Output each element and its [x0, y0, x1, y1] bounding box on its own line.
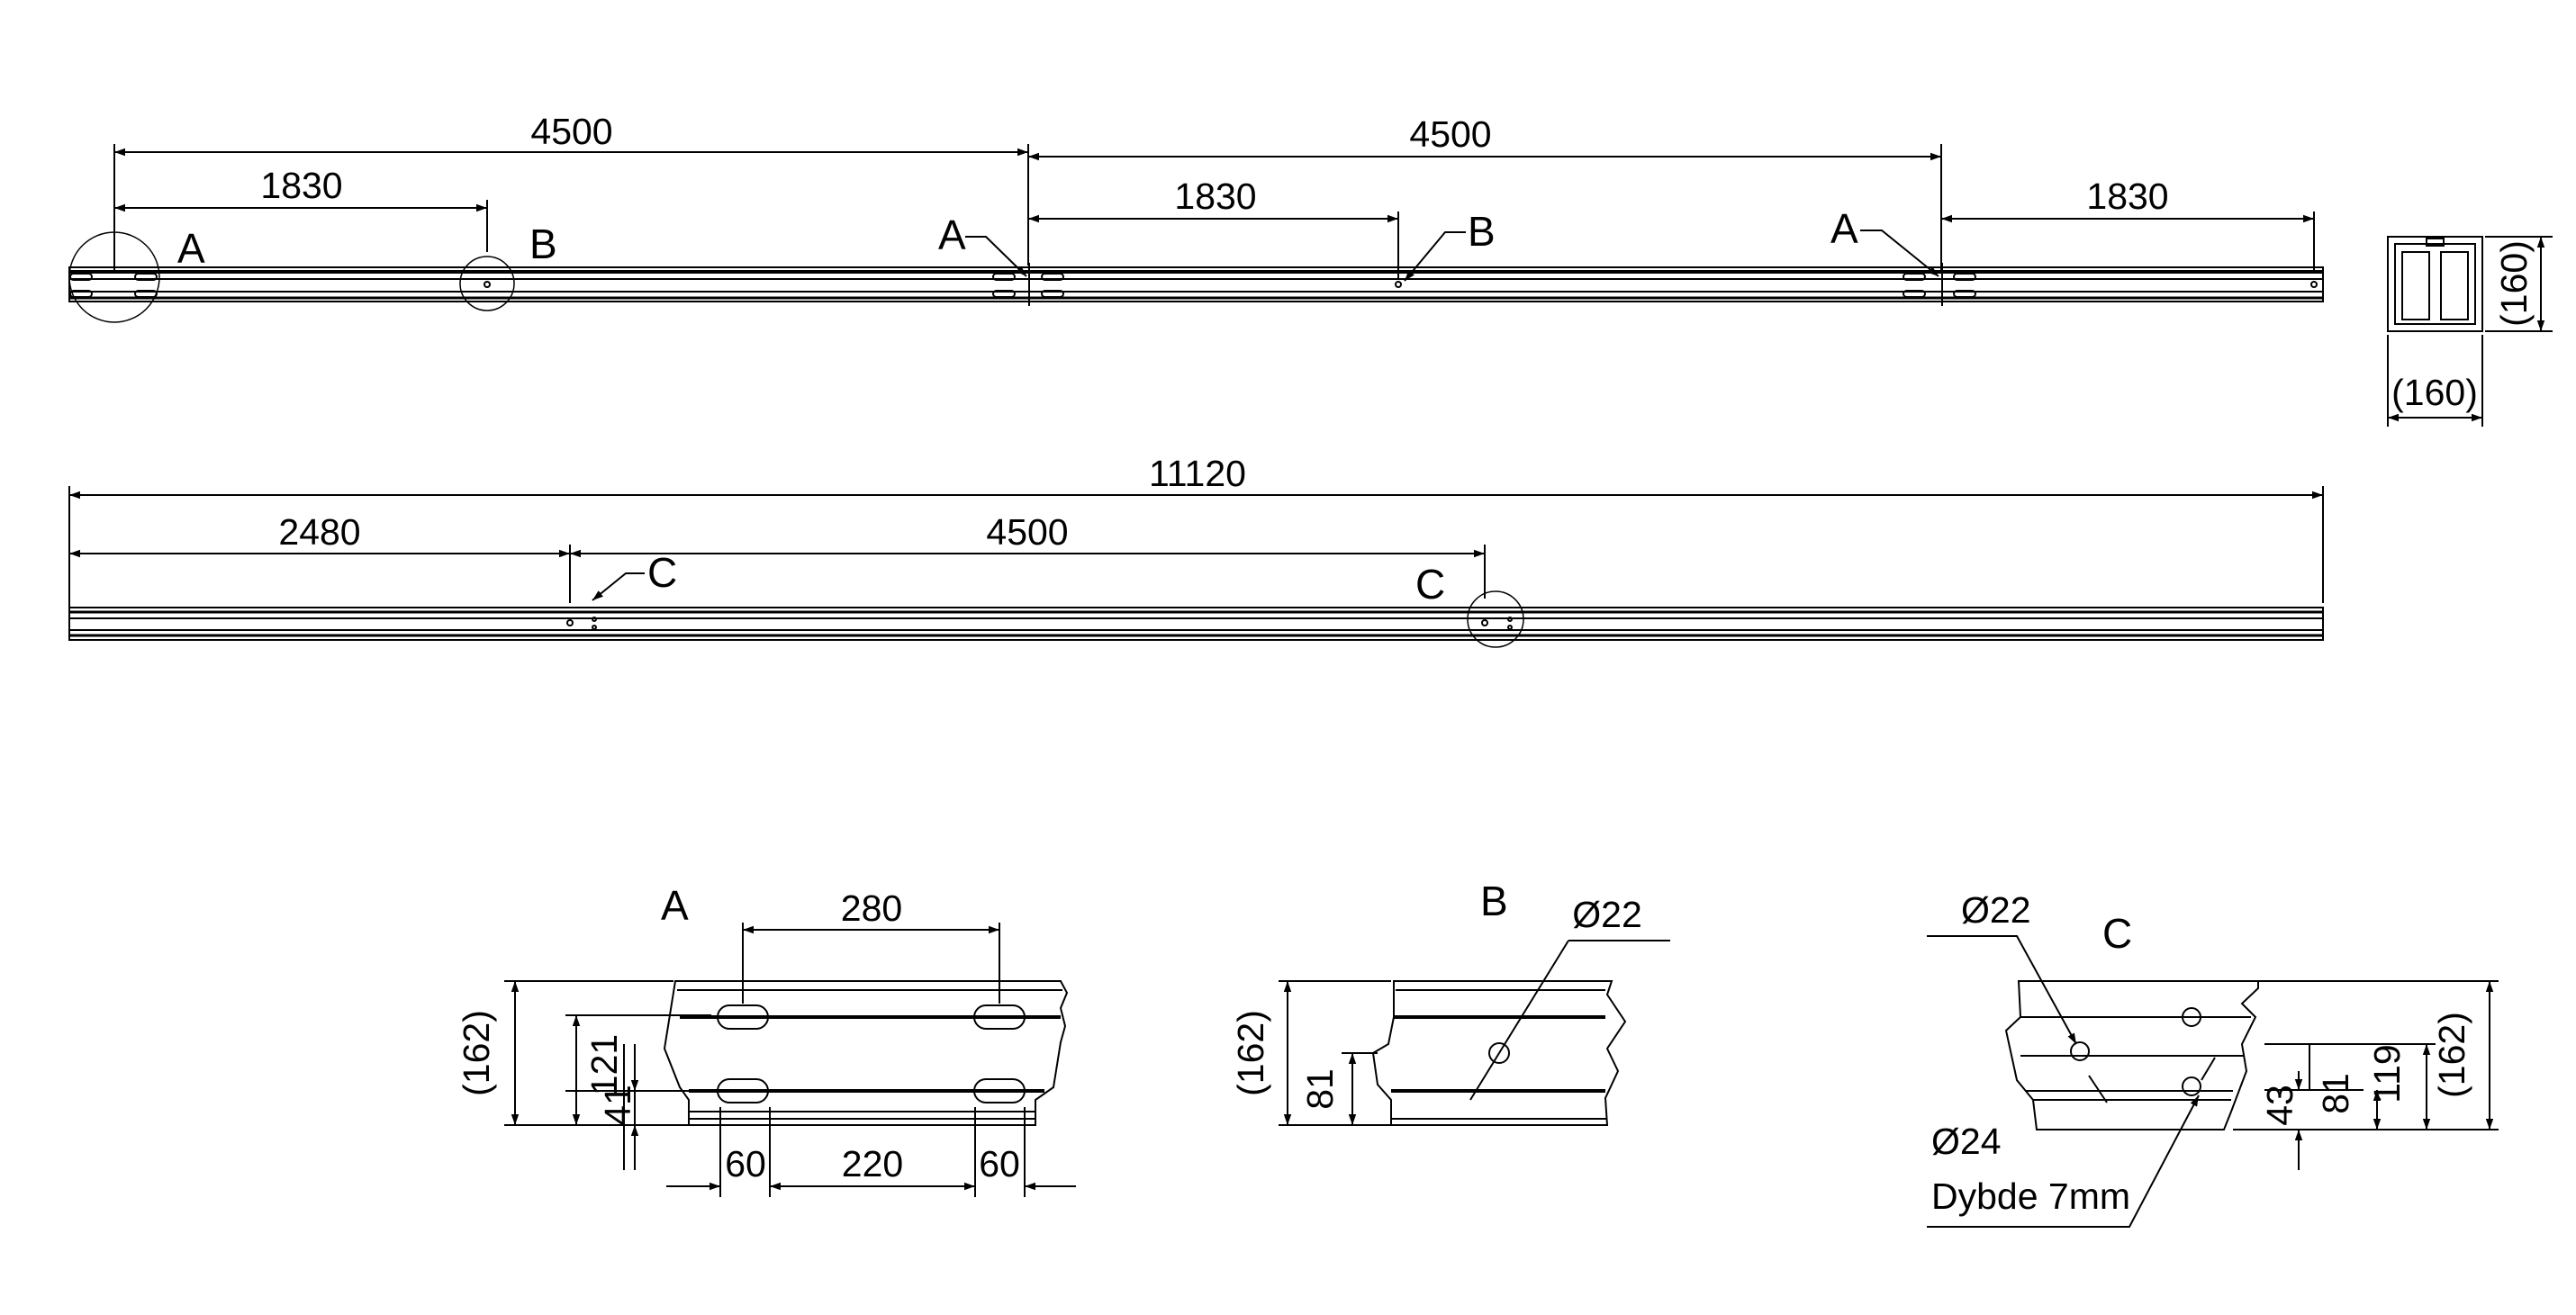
end-section: (160) (160) [2387, 236, 2553, 427]
detail-circle-b [459, 256, 515, 311]
detail-b: B Ø22 (162) 81 [1230, 878, 1670, 1126]
callout-a-end: A [177, 225, 205, 272]
dim-offset-left: 1830 [260, 165, 342, 206]
top-dimensions: 4500 4500 1830 1830 1830 [113, 111, 2315, 279]
dim-b-hole: Ø22 [1572, 894, 1642, 935]
detail-c-title: C [2102, 910, 2132, 957]
dim-offset-2480: 2480 [278, 511, 360, 553]
detail-b-title: B [1480, 878, 1508, 924]
dim-b-height: (162) [1230, 1010, 1271, 1096]
top-beam [68, 263, 2324, 306]
callout-b-first: B [529, 221, 557, 267]
top-slots [69, 273, 2318, 298]
dim-a-upper: 121 [583, 1034, 625, 1095]
dim-slot-pitch: 280 [841, 887, 902, 929]
dim-a-height: (162) [456, 1010, 497, 1096]
dim-section-height: (160) [2493, 240, 2535, 327]
detail-a-dims: 280 (162) 121 41 60 220 60 [456, 887, 1076, 1197]
dim-span-left: 4500 [530, 111, 612, 152]
bottom-callouts: C C [592, 549, 1445, 608]
top-callouts: A B A B A [177, 205, 1939, 282]
detail-c: C Ø22 Ø24 Dybde 7mm [1927, 889, 2499, 1228]
dim-span-right: 4500 [1409, 113, 1491, 155]
callout-b-mid: B [1468, 208, 1496, 255]
dim-offset-mid: 1830 [1174, 176, 1256, 217]
bottom-beam [68, 607, 2324, 641]
detail-c-dims: Ø22 Ø24 Dybde 7mm 43 81 119 (162) [1927, 889, 2499, 1228]
top-elevation: 4500 4500 1830 1830 1830 A B A B A [68, 111, 2324, 323]
callout-c-first: C [647, 549, 677, 596]
dim-c-depth: Dybde 7mm [1931, 1175, 2130, 1217]
dim-c-81: 81 [2315, 1073, 2356, 1114]
dim-a-lower: 41 [597, 1085, 638, 1126]
dim-c-height: (162) [2431, 1012, 2472, 1098]
dim-a-edge-left: 60 [725, 1143, 766, 1184]
callout-c-second: C [1415, 561, 1445, 608]
dim-a-edge-right: 60 [979, 1143, 1020, 1184]
end-section-dims: (160) (160) [2387, 236, 2553, 427]
detail-b-dims: Ø22 (162) 81 [1230, 894, 1642, 1126]
dim-offset-right: 1830 [2086, 176, 2168, 217]
callout-a-far: A [1830, 205, 1858, 252]
detail-a-title: A [661, 882, 689, 929]
detail-circle-c [1467, 590, 1524, 648]
dim-c-43: 43 [2259, 1085, 2300, 1126]
dim-c-hole: Ø22 [1961, 889, 2031, 931]
bottom-dimensions: 11120 2480 4500 [68, 453, 2324, 608]
dim-c-119: 119 [2366, 1044, 2408, 1103]
callout-a-joint: A [938, 212, 966, 258]
dim-a-middle: 220 [842, 1143, 903, 1184]
dim-c-bore: Ø24 [1931, 1121, 2002, 1162]
dim-b-hole-height: 81 [1299, 1068, 1341, 1110]
dim-section-width: (160) [2391, 372, 2478, 413]
detail-a: A 280 (162) 121 [456, 882, 1076, 1197]
dim-span-4500: 4500 [986, 511, 1068, 553]
bottom-elevation: 11120 2480 4500 C C [68, 453, 2324, 648]
dim-overall: 11120 [1149, 453, 1246, 494]
